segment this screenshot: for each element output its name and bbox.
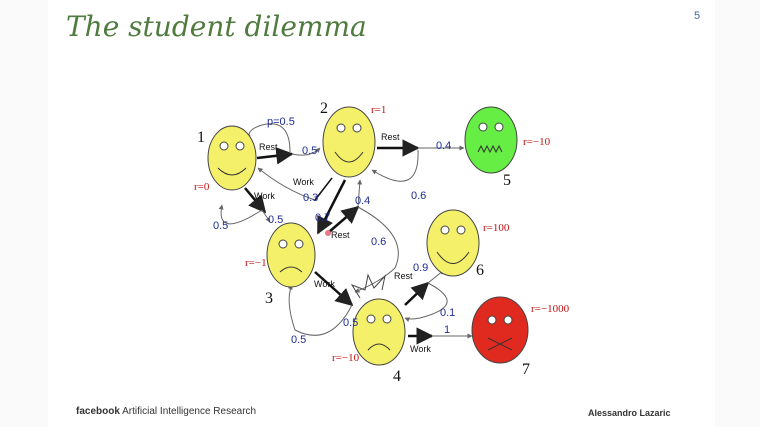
- pointer-dot: [325, 230, 331, 236]
- state-2-reward: r=1: [371, 104, 386, 116]
- prob-4-to-7: 1: [444, 324, 450, 336]
- prob-3-to-4: 0.6: [371, 236, 386, 248]
- edge-3-work: [314, 271, 354, 307]
- prob-4-to-3: 0.1: [440, 307, 455, 319]
- prob-1-to-3: 0.5: [268, 214, 283, 226]
- left-margin-panel: [0, 0, 48, 427]
- action-label-3-rest: Rest: [331, 230, 350, 240]
- state-2-number: 2: [320, 100, 328, 117]
- edge-3-to-2: [357, 179, 363, 208]
- prob-2-self: 0.6: [411, 190, 426, 202]
- action-label-2-rest: Rest: [381, 132, 400, 142]
- edge-1-work: [244, 187, 267, 214]
- state-4-number: 4: [393, 368, 401, 385]
- prob-1-self: 0.5: [213, 220, 228, 232]
- state-4-reward: r=−10: [332, 352, 360, 364]
- action-label-4-work: Work: [410, 344, 431, 354]
- state-3-number: 3: [265, 290, 273, 307]
- state-5-sick-face-icon: [464, 106, 518, 174]
- state-3-reward: r=−1: [245, 257, 267, 269]
- state-4-stressed-face-icon: [350, 273, 406, 366]
- action-label-3-work: Work: [314, 279, 335, 289]
- action-label-4-rest: Rest: [394, 271, 413, 281]
- prob-4-to-6: 0.9: [413, 262, 428, 274]
- edge-1-to-3: [261, 209, 271, 223]
- state-7-number: 7: [522, 361, 530, 378]
- edge-2-work: [314, 177, 333, 201]
- state-6-number: 6: [476, 262, 484, 279]
- right-margin-panel: [715, 0, 760, 427]
- edge-4-rest: [404, 281, 430, 306]
- edge-1-self-bottom: [218, 204, 263, 225]
- edge-3-rest: [328, 205, 360, 233]
- prob-3-self: 0.5: [291, 334, 306, 346]
- state-5-reward: r=−10: [523, 136, 551, 148]
- footer-author: Alessandro Lazaric: [588, 408, 671, 418]
- action-label-2-work: Work: [293, 177, 314, 187]
- state-2-happy-face-icon: [322, 106, 376, 178]
- edge-3-work-self: [287, 284, 353, 336]
- action-label-1-rest: Rest: [259, 142, 278, 152]
- edge-1-to-2: [291, 147, 321, 156]
- edges: [218, 123, 473, 345]
- prob-2-to-1: 0.3: [303, 192, 318, 204]
- state-1-happy-face-icon: [207, 125, 257, 191]
- edge-2-to-1: [257, 167, 316, 201]
- prob-3-to-2: 0.4: [355, 195, 370, 207]
- edge-4-to-3: [404, 282, 448, 322]
- footer-brand-rest: Artificial Intelligence Research: [119, 406, 257, 417]
- edge-1-self-top: [245, 123, 291, 153]
- state-7-dead-face-icon: [471, 296, 529, 364]
- footer-brand: facebook Artificial Intelligence Researc…: [76, 406, 256, 417]
- slide-title: The student dilemma: [66, 10, 367, 43]
- state-6-happy-face-icon: [426, 209, 480, 277]
- edge-3-to-4: [354, 206, 399, 293]
- state-1-number: 1: [197, 129, 205, 146]
- page-number: 5: [694, 10, 701, 22]
- state-5-number: 5: [503, 172, 511, 189]
- state-3-sad-face-icon: [266, 222, 316, 288]
- edge-1-rest: [256, 147, 294, 165]
- action-label-1-work: Work: [254, 191, 275, 201]
- prob-p-0-5: p=0.5: [267, 116, 295, 128]
- prob-1-to-2: 0.5: [302, 145, 317, 157]
- prob-2-to-5: 0.4: [436, 140, 451, 152]
- edge-2-rest-self: [371, 149, 419, 182]
- state-6-reward: r=100: [483, 222, 510, 234]
- prob-3-to-4-work: 0.5: [343, 317, 358, 329]
- state-7-reward: r=−1000: [531, 303, 570, 315]
- footer-brand-bold: facebook: [76, 406, 120, 417]
- state-1-reward: r=0: [194, 181, 210, 193]
- edge-2-to-3-thick: [316, 179, 347, 235]
- prob-2-to-3: 0.7: [315, 212, 330, 224]
